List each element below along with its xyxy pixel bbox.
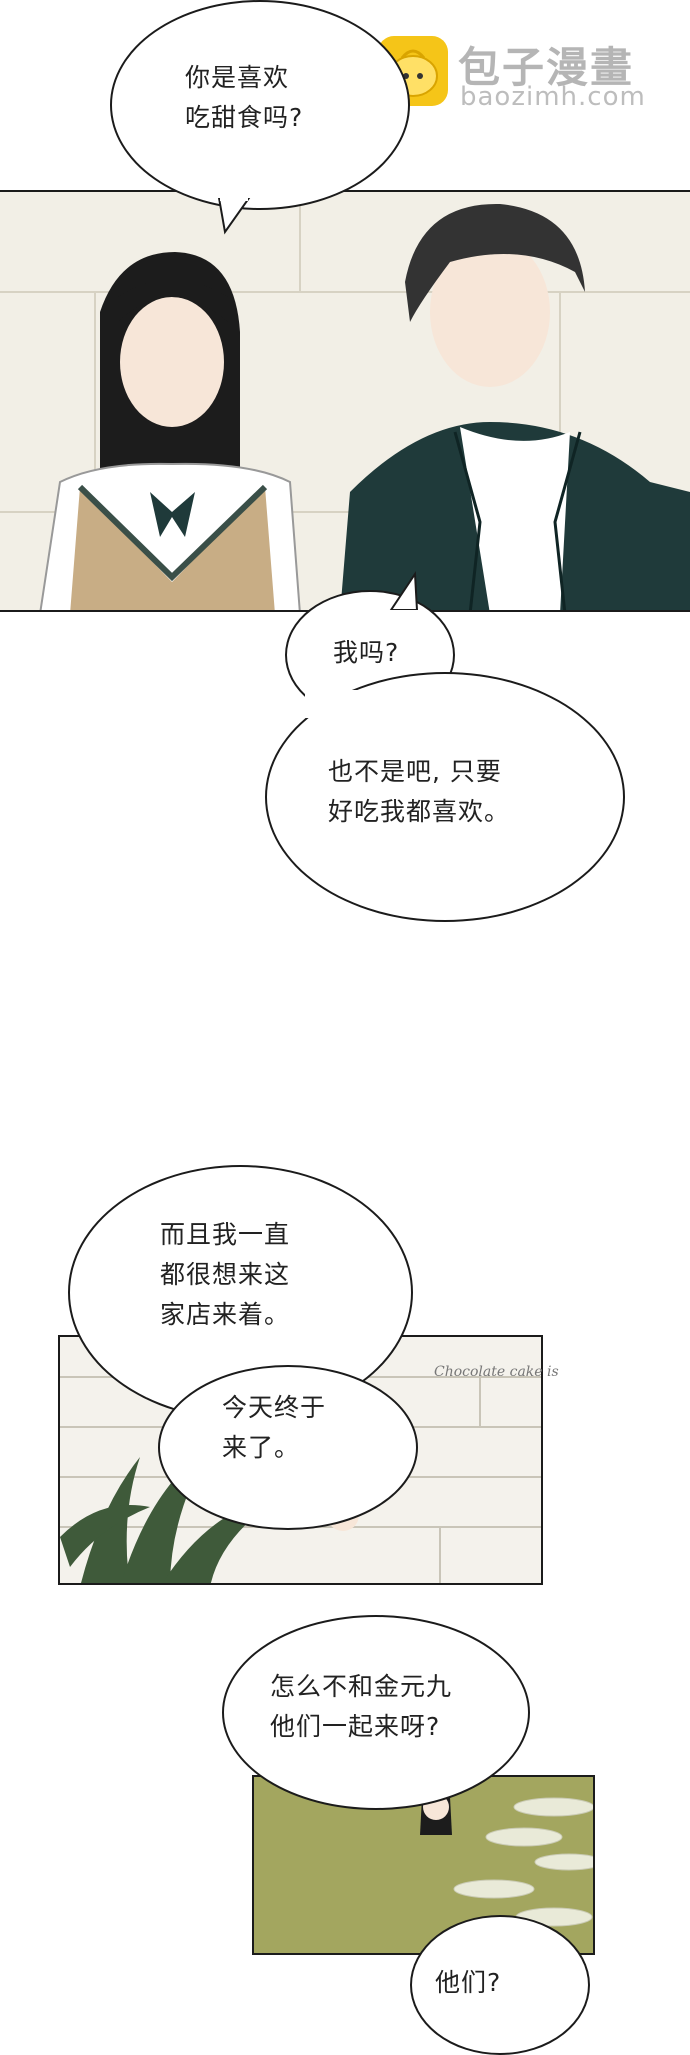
speech-bubble-3-line-2: 好吃我都喜欢。: [328, 797, 511, 826]
speech-bubble-6: [222, 1615, 530, 1810]
speech-bubble-5-line-2: 来了。: [222, 1433, 301, 1462]
speech-bubble-4-text: 而且我一直 都很想来这 家店来着。: [160, 1215, 290, 1335]
speech-bubble-3-text: 也不是吧, 只要 好吃我都喜欢。: [328, 752, 510, 832]
speech-bubble-3-join: [305, 690, 425, 718]
speech-bubble-1-line-2: 吃甜食吗?: [185, 103, 304, 132]
speech-bubble-1-line-1: 你是喜欢: [185, 63, 290, 92]
speech-bubble-3-line-1: 也不是吧, 只要: [328, 757, 502, 786]
speech-bubble-4-line-2: 都很想来这: [160, 1260, 291, 1289]
speech-bubble-1: [110, 0, 410, 210]
speech-bubble-7-text: 他们?: [435, 1963, 501, 2003]
watermark-site-name: 包子漫畫: [458, 43, 635, 92]
panel-two-students-art: [0, 192, 690, 610]
speech-bubble-4-line-3: 家店来着。: [160, 1300, 291, 1329]
shop-sign-text: Chocolate cake is: [434, 1364, 559, 1380]
speech-bubble-1-text: 你是喜欢 吃甜食吗?: [185, 58, 303, 138]
speech-bubble-2-text: 我吗?: [333, 633, 399, 673]
speech-bubble-7-line-1: 他们?: [435, 1968, 502, 1997]
speech-bubble-4-line-1: 而且我一直: [160, 1220, 291, 1249]
speech-bubble-1-tail: [217, 198, 251, 235]
speech-bubble-2-tail: [389, 570, 419, 610]
panel-two-students: [0, 190, 690, 612]
speech-bubble-5-text: 今天终于 来了。: [222, 1388, 326, 1468]
boy-figure: [340, 203, 690, 610]
speech-bubble-5-line-1: 今天终于: [222, 1393, 327, 1422]
speech-bubble-6-line-2: 他们一起来呀?: [270, 1712, 441, 1741]
girl-figure: [39, 252, 301, 610]
speech-bubble-5: [158, 1365, 418, 1530]
watermark-site-url: baozimh.com: [460, 82, 646, 112]
speech-bubble-6-text: 怎么不和金元九 他们一起来呀?: [270, 1667, 452, 1747]
speech-bubble-2-line-1: 我吗?: [333, 638, 400, 667]
speech-bubble-6-line-1: 怎么不和金元九: [270, 1672, 453, 1701]
